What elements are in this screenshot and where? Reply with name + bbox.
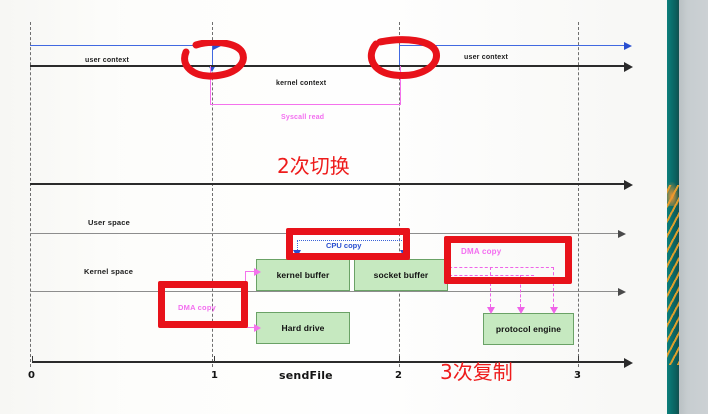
user-context-label-right: user context (464, 54, 509, 61)
red-box-dma-copy-right (444, 236, 572, 284)
red-box-cpu-copy (286, 228, 410, 260)
syscall-read-label: Syscall read (281, 114, 325, 121)
user-context-blue-line-left (30, 42, 221, 50)
kernel-return-blue-rise (399, 45, 400, 66)
context-timeline-axis (30, 62, 633, 72)
syscall-bracket-left (210, 66, 211, 104)
teal-edge-highlight (667, 182, 679, 206)
red-circle-switch-2 (368, 36, 440, 79)
box-kernel-buffer-label: kernel buffer (276, 270, 330, 280)
annotation-switches-text: 2次切换 (277, 154, 350, 178)
dma-right-arrowhead-2 (516, 275, 525, 314)
user-context-blue-line-right (399, 42, 632, 50)
dma-left-arrow-to-kernel-buffer (245, 267, 261, 276)
axis-tick-1 (214, 356, 215, 362)
box-hard-drive: Hard drive (256, 312, 350, 344)
guide-line-2 (399, 22, 400, 367)
axis-tick-label-2: 2 (395, 370, 402, 381)
box-socket-buffer: socket buffer (354, 259, 448, 291)
box-kernel-buffer: kernel buffer (256, 259, 350, 291)
cpu-copy-arrow-left-stem (297, 240, 298, 250)
dma-right-arrowhead-1 (486, 267, 495, 314)
kernel-space-label: Kernel space (84, 267, 134, 276)
user-space-label: User space (88, 218, 131, 227)
axis-name-sendfile: sendFile (279, 369, 333, 382)
guide-line-1 (212, 22, 213, 367)
box-protocol-engine: protocol engine (483, 313, 574, 345)
user-context-blue-drop (212, 45, 213, 65)
axis-tick-label-1: 1 (211, 370, 218, 381)
axis-tick-0 (32, 356, 33, 362)
axis-tick-2 (399, 356, 400, 362)
box-hard-drive-label: Hard drive (281, 323, 325, 333)
cpu-copy-dotted-bracket (297, 240, 404, 241)
annotation-copies-text: 3次复制 (440, 360, 513, 384)
dma-right-arrowhead-3 (549, 267, 558, 314)
guide-line-0 (30, 22, 31, 367)
slide-paper-shading (0, 0, 667, 414)
dma-right-lane-2 (444, 275, 534, 276)
axis-tick-label-3: 3 (574, 370, 581, 381)
box-socket-buffer-label: socket buffer (373, 270, 429, 280)
dma-copy-left-label: DMA copy (178, 303, 216, 312)
bottom-axis (32, 358, 633, 368)
axis-tick-3 (578, 356, 579, 362)
slide-surface: user context user context kernel context… (0, 0, 667, 414)
kernel-space-boundary-line (30, 288, 626, 296)
cpu-copy-label: CPU copy (326, 241, 362, 250)
red-box-dma-copy-left (158, 281, 248, 328)
guide-line-3 (578, 22, 579, 367)
user-context-label-left: user context (85, 57, 130, 64)
right-gray-background (679, 0, 708, 414)
syscall-bracket-right (400, 66, 401, 104)
dma-right-lane-1 (444, 267, 554, 268)
kernel-context-label: kernel context (276, 80, 327, 87)
teal-edge-strip (667, 0, 679, 414)
red-circle-switch-1 (181, 40, 247, 80)
dma-copy-right-label: DMA copy (461, 247, 502, 256)
axis-tick-label-0: 0 (28, 370, 35, 381)
section-divider-axis (30, 180, 633, 190)
dma-left-arrow-from-hard-drive (245, 323, 261, 332)
box-protocol-engine-label: protocol engine (495, 324, 562, 334)
syscall-bracket-bottom (210, 104, 401, 105)
teal-edge-hatch-pattern (667, 185, 679, 365)
